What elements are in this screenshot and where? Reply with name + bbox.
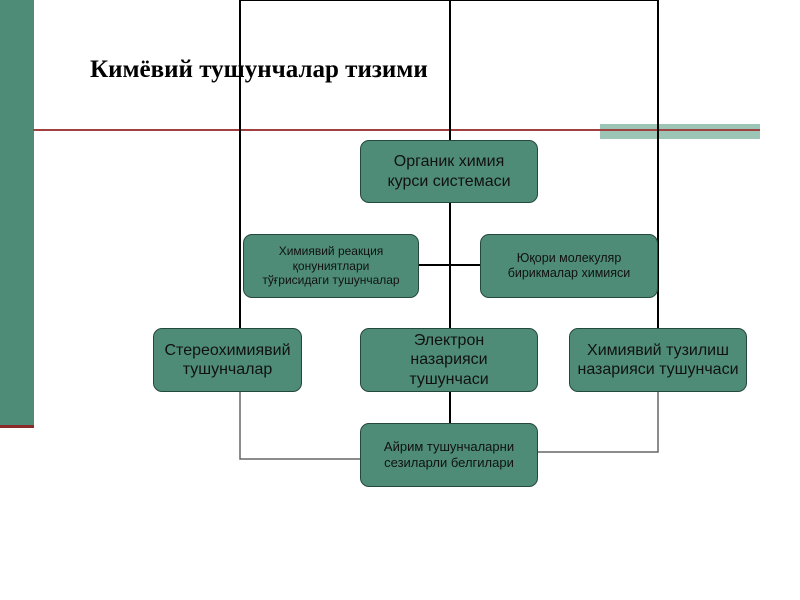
connector-bottom-right [536, 390, 659, 453]
node-macromolecular: Юқори молекуляр бирикмалар химияси [480, 234, 658, 298]
node-label: Стереохимиявий тушунчалар [164, 341, 291, 378]
node-label: Химиявий тузилиш назарияси тушунчаси [577, 341, 739, 378]
node-electron-theory: Электрон назарияси тушунчаси [360, 328, 538, 392]
slide-title: Кимёвий тушунчалар тизими [90, 56, 428, 83]
node-label: Юқори молекуляр бирикмалар химияси [507, 251, 631, 280]
node-individual-features: Айрим тушунчаларни сезиларли белгилари [360, 423, 538, 487]
node-structure-theory: Химиявий тузилиш назарияси тушунчаси [569, 328, 747, 392]
node-label: Химиявий реакция қонуниятлари тўғрисидаг… [262, 244, 400, 288]
node-reaction-laws: Химиявий реакция қонуниятлари тўғрисидаг… [243, 234, 419, 298]
left-accent-bar [0, 0, 34, 428]
title-divider [33, 129, 760, 131]
connector-bottom-left [239, 390, 362, 460]
node-label: Органик химия курси системаси [387, 153, 511, 190]
node-stereochemical: Стереохимиявий тушунчалар [153, 328, 302, 392]
node-root: Органик химия курси системаси [360, 140, 538, 203]
node-label: Электрон назарияси тушунчаси [409, 332, 489, 388]
accent-stripe [600, 124, 760, 139]
node-label: Айрим тушунчаларни сезиларли белгилари [383, 439, 515, 470]
